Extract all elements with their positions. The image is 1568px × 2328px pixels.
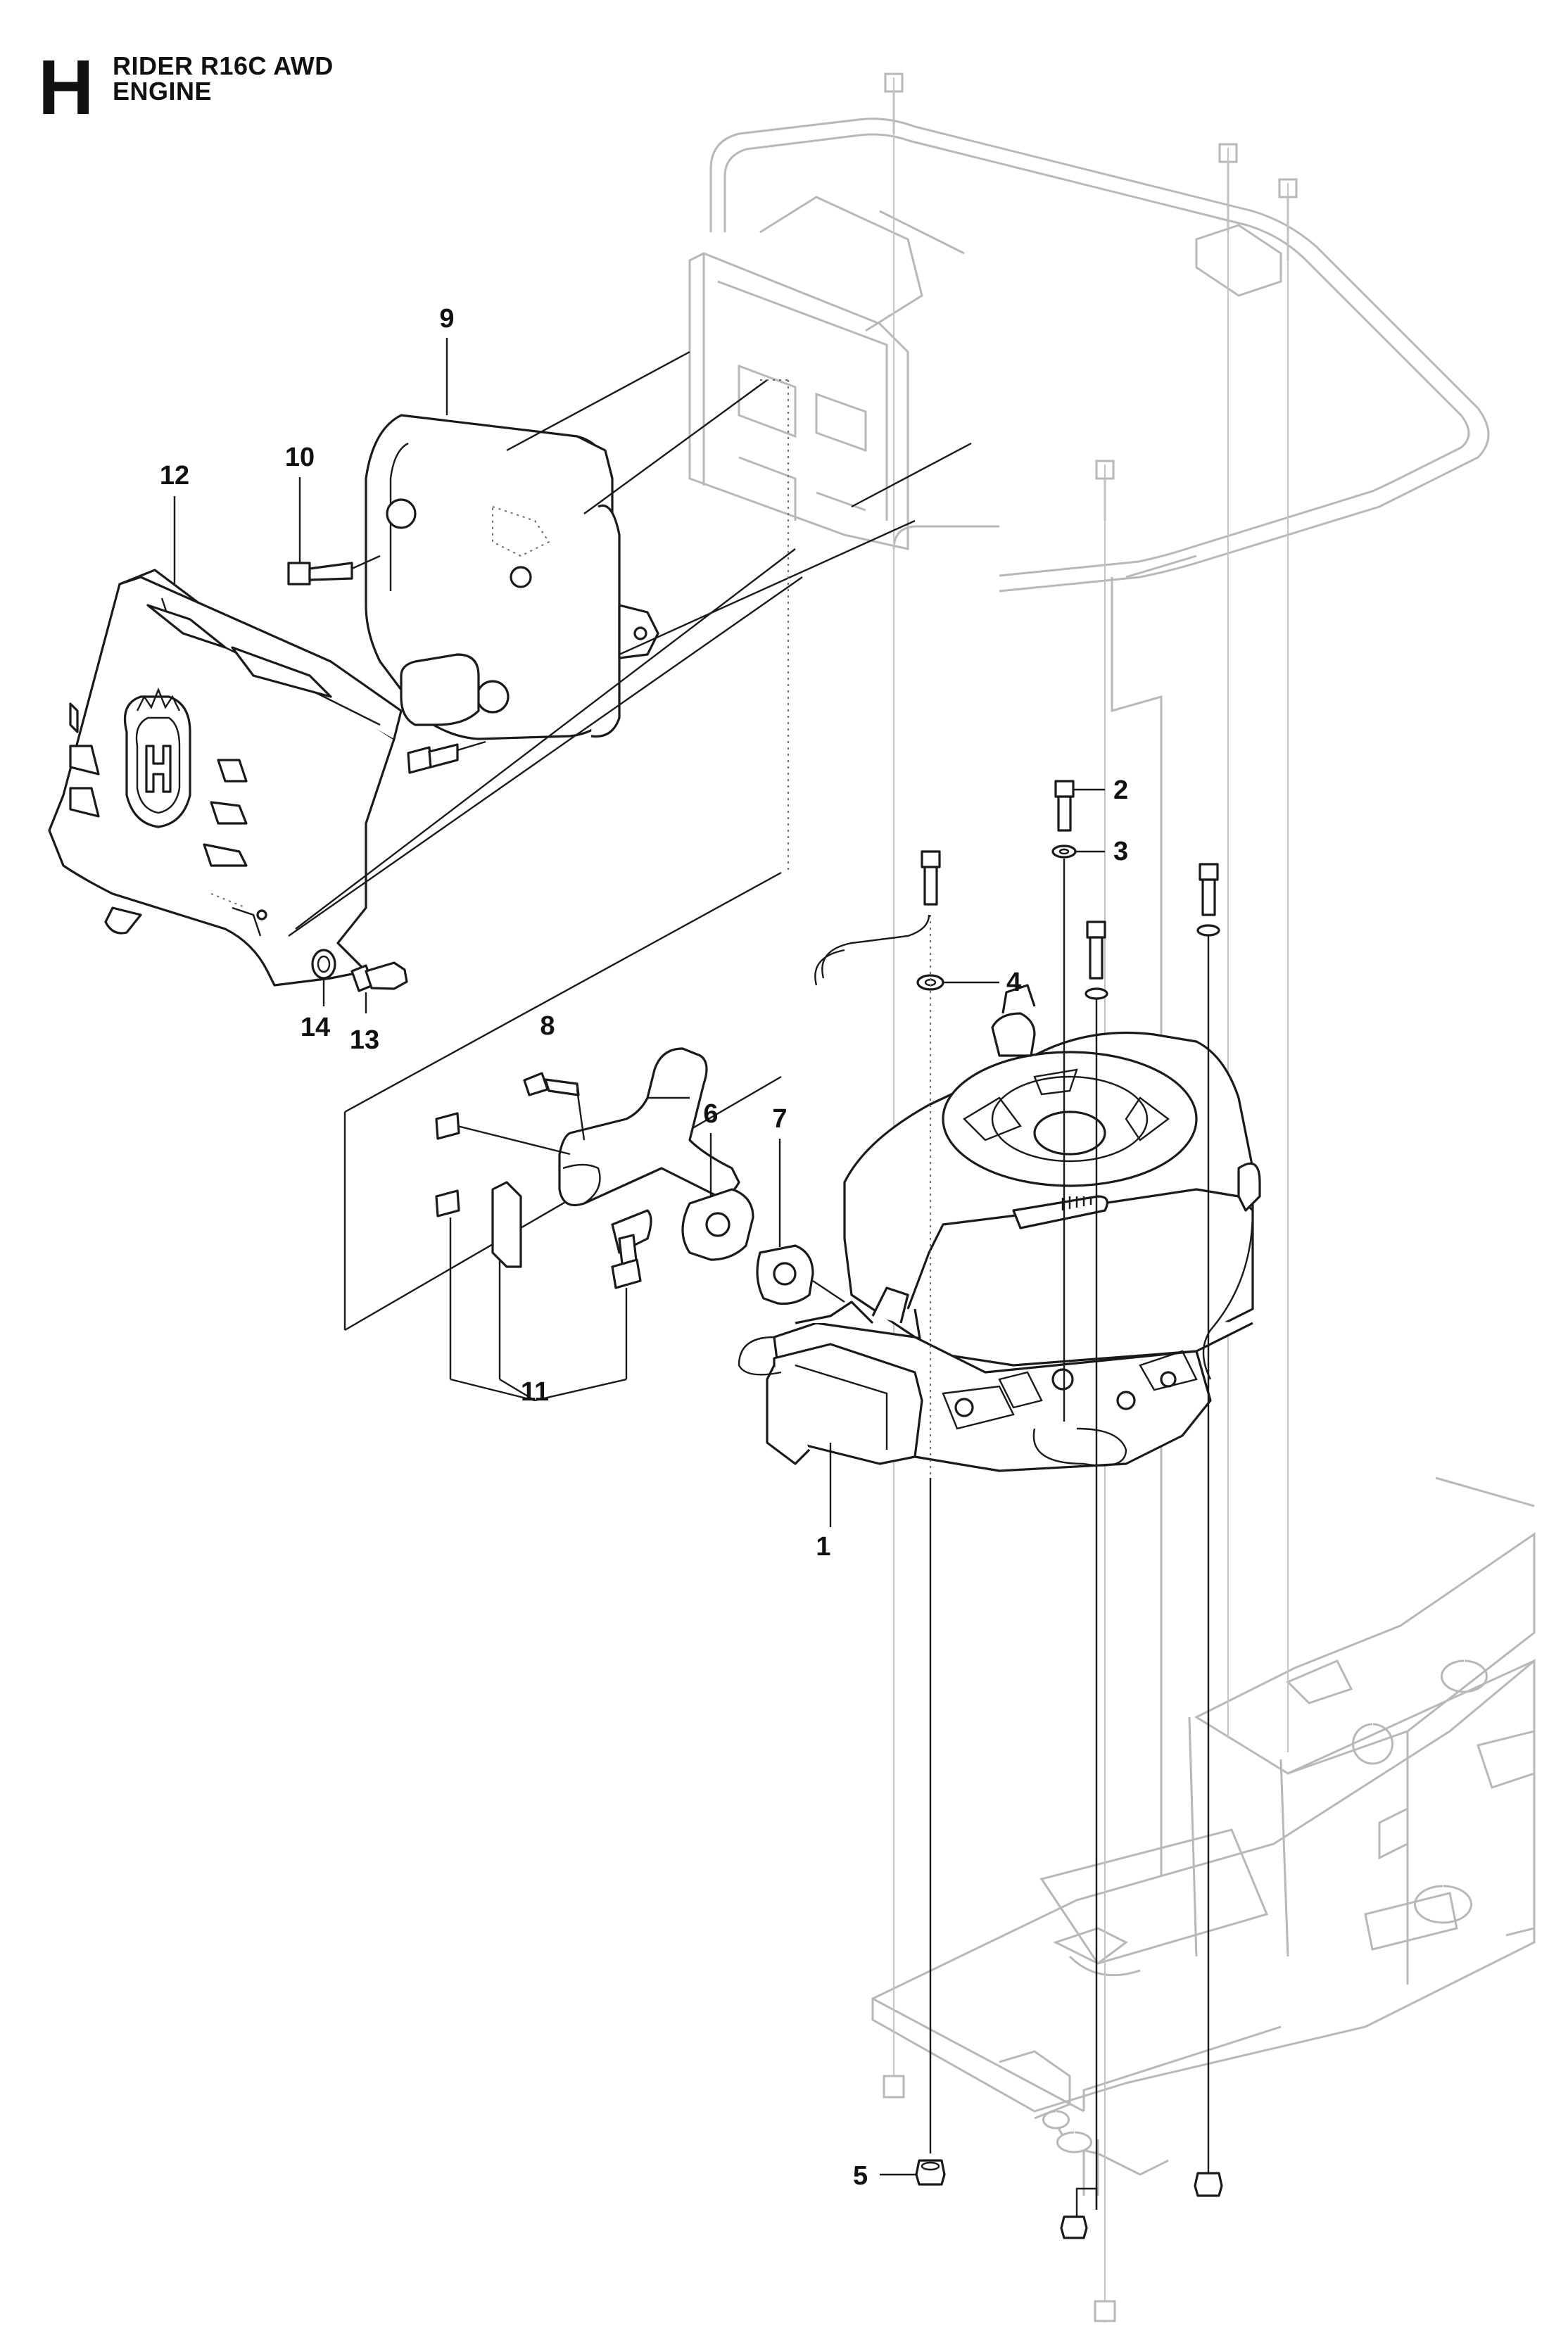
muffler-bolts	[287, 350, 972, 774]
engine-unit	[738, 984, 1261, 1527]
callout-3: 3	[1113, 837, 1128, 866]
diagram-subtitle: ENGINE	[113, 77, 213, 106]
callout-labels: 1 2 3 4 5 6 7 8 9 10 11 12 13 14	[160, 304, 1128, 2191]
muffler	[365, 414, 659, 740]
callout-14: 14	[301, 1013, 330, 1042]
callout-10: 10	[285, 443, 315, 472]
brand-logo-icon	[123, 687, 191, 828]
diagram-title: RIDER R16C AWD	[113, 51, 334, 80]
callout-6: 6	[703, 1099, 718, 1129]
callout-8: 8	[540, 1011, 555, 1041]
callout-2: 2	[1113, 776, 1128, 805]
section-letter: H	[38, 44, 94, 131]
callout-leaders	[173, 338, 781, 1247]
exhaust-assembly	[343, 871, 845, 1402]
shield-fasteners	[288, 379, 803, 1013]
callout-5: 5	[853, 2161, 868, 2191]
callout-4: 4	[1006, 968, 1021, 997]
callout-9: 9	[439, 304, 454, 334]
callout-13: 13	[350, 1025, 379, 1055]
callout-1: 1	[816, 1532, 830, 1562]
callout-11: 11	[521, 1377, 549, 1407]
callout-7: 7	[772, 1104, 787, 1134]
heat-shield	[48, 569, 403, 987]
ghost-chassis-frame	[871, 1476, 1536, 2196]
ghost-upper-frame	[688, 72, 1490, 2041]
callout-12: 12	[160, 461, 189, 491]
mounting-bolts	[814, 780, 1223, 2239]
